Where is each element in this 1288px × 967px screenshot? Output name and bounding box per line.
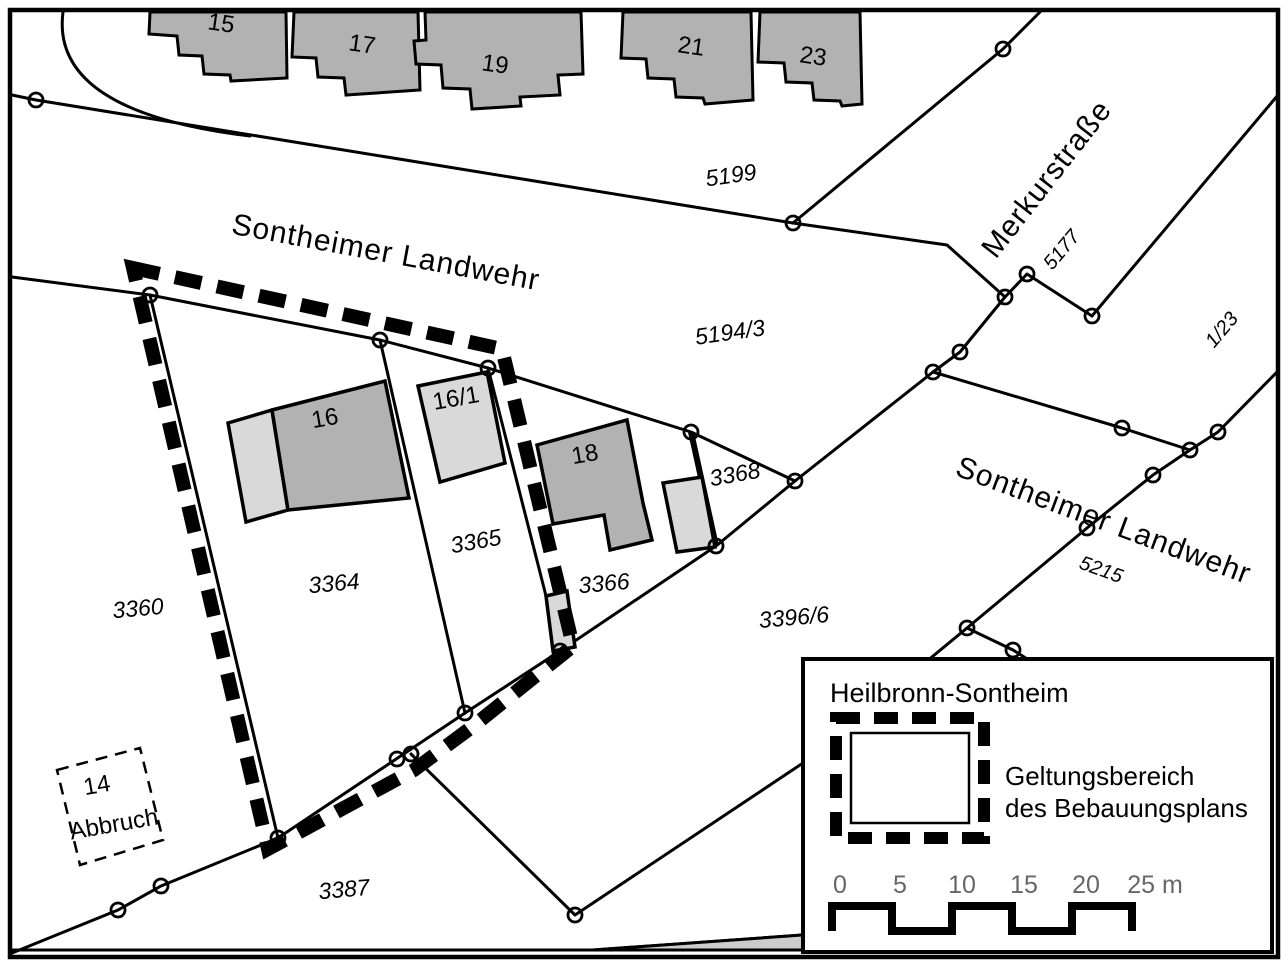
building-23-footprint (756, 10, 864, 108)
parcel-label-3364: 3364 (307, 568, 360, 598)
left-edge-line (10, 275, 152, 297)
line-1-23-boundary (931, 370, 1192, 452)
legend-label-line2: des Bebauungsplans (1005, 793, 1248, 823)
scale-tick-0: 0 (833, 871, 847, 899)
parcel-label-5199: 5199 (704, 159, 758, 192)
scale-tick-10: 10 (948, 871, 976, 899)
v-line-3387 (409, 752, 808, 917)
scale-bar: 0 5 10 15 20 25 m (828, 871, 1183, 935)
scale-tick-15: 15 (1010, 871, 1038, 899)
buildings-plan-area (225, 369, 718, 654)
geltungsbereich-dashed-boundary (123, 258, 581, 860)
parcel-label-5215: 5215 (1076, 552, 1126, 588)
building-row-top (147, 10, 864, 111)
parcel-label-3360: 3360 (111, 593, 164, 623)
merkur-line-east (1090, 93, 1280, 318)
building-label-18: 18 (569, 439, 600, 470)
parcel-label-1-23: 1/23 (1201, 308, 1243, 352)
legend: Heilbronn-Sontheim Geltungsbereich des B… (801, 657, 1274, 954)
street-line-right-west (793, 295, 1007, 483)
merkur-line-west (791, 10, 1042, 225)
scale-tick-25m: 25 m (1127, 871, 1183, 899)
survey-points (27, 40, 1227, 924)
legend-symbol-dashed-boundary (830, 712, 990, 844)
line-5177-zigzag (1003, 272, 1094, 318)
parcel-label-3387: 3387 (317, 874, 371, 904)
building-label-23: 23 (798, 41, 828, 71)
parcel-label-5177: 5177 (1039, 225, 1085, 274)
building-15-footprint (147, 10, 289, 83)
parcel-label-3365: 3365 (448, 524, 503, 559)
building-label-19: 19 (480, 49, 510, 79)
building-label-16: 16 (309, 403, 340, 434)
parcel-label-3396-6: 3396/6 (758, 601, 831, 633)
branch-line-legend (965, 626, 1034, 664)
building-label-21: 21 (676, 31, 706, 61)
legend-label-line1: Geltungsbereich (1005, 761, 1194, 791)
street-label-merkurstrasse: Merkurstraße (975, 94, 1118, 264)
parcel-label-3368: 3368 (707, 457, 762, 492)
boundary-continuation-southwest (10, 836, 280, 955)
building-16-1-footprint (415, 369, 508, 485)
parcel-label-3366: 3366 (577, 568, 630, 598)
building-17-footprint (290, 10, 422, 97)
street-curve-topleft (60, 10, 252, 138)
plan-area-boundary-line (148, 293, 562, 840)
legend-title: Heilbronn-Sontheim (830, 678, 1069, 708)
building-14-abbruch-footprint (55, 746, 165, 867)
building-18-footprint (534, 417, 655, 553)
building-19-footprint (412, 10, 585, 111)
scale-tick-5: 5 (893, 871, 907, 899)
building-label-14: 14 (81, 770, 112, 801)
map-border (7, 7, 1281, 960)
building-label-15: 15 (206, 8, 236, 38)
street-label-sontheimer-landwehr-top: Sontheimer Landwehr (229, 208, 542, 297)
building-21-footprint (619, 10, 755, 106)
legend-symbol-inner-area (849, 731, 971, 825)
scale-tick-20: 20 (1072, 871, 1100, 899)
building-label-17: 17 (347, 29, 377, 59)
building-3368-footprint (660, 475, 718, 554)
building-16-footprint (270, 378, 412, 512)
parcel-label-5194-3: 5194/3 (693, 314, 766, 350)
building-label-14-abbruch: Abbruch (68, 803, 161, 845)
parcel-line-3364-3365 (378, 338, 467, 715)
scale-bar-steps (828, 902, 1136, 935)
